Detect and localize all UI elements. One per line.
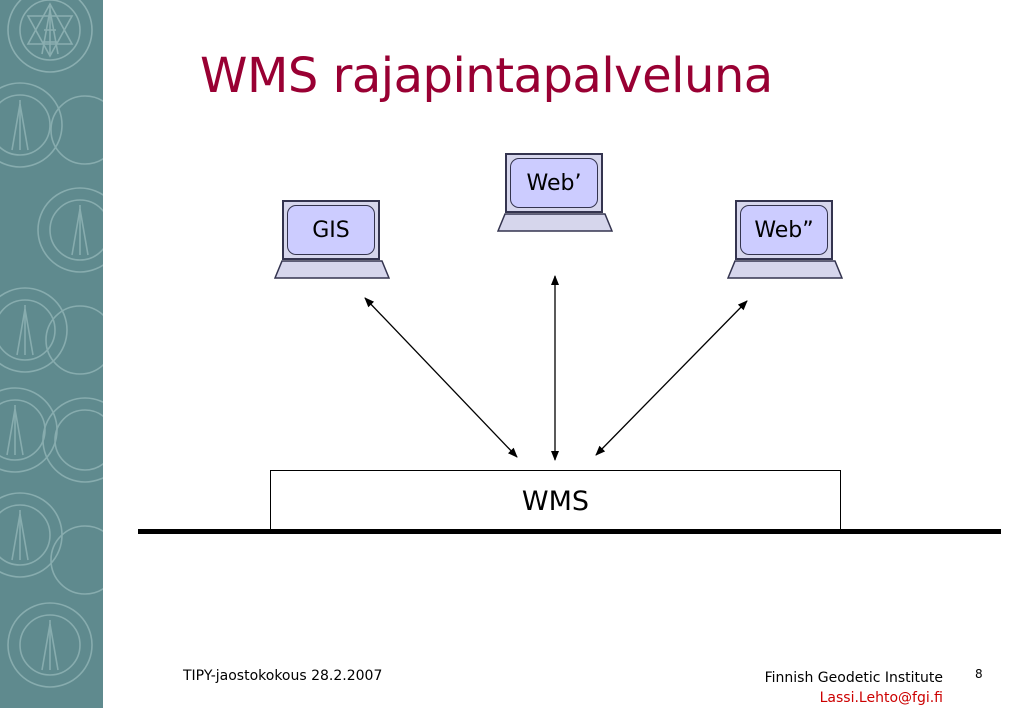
laptop-keyboard-base — [727, 260, 843, 279]
page-number: 8 — [975, 667, 983, 681]
footer-institute: Finnish Geodetic Institute — [764, 670, 943, 686]
ground-line — [138, 529, 1001, 534]
footer-contact: Finnish Geodetic Institute Lassi.Lehto@f… — [765, 668, 943, 708]
wms-server-box: WMS — [270, 470, 841, 532]
laptop-web-double-prime: Web” — [727, 200, 843, 280]
laptop-keyboard-base — [274, 260, 390, 279]
laptop-screen-frame: Web’ — [505, 153, 603, 213]
arrow-gis-wms — [364, 297, 518, 458]
slide-title: WMS rajapintapalveluna — [200, 48, 773, 104]
decorative-sidebar — [0, 0, 103, 708]
laptop-screen-frame: Web” — [735, 200, 833, 260]
laptop-keyboard-base — [497, 213, 613, 232]
laptop-screen-label: Web’ — [510, 158, 598, 208]
laptop-screen-label: Web” — [740, 205, 828, 255]
laptop-screen-label: GIS — [287, 205, 375, 255]
footer-email-link[interactable]: Lassi.Lehto@fgi.fi — [819, 690, 943, 706]
laptop-web-prime: Web’ — [497, 153, 613, 233]
laptop-screen-frame: GIS — [282, 200, 380, 260]
laptop-gis: GIS — [274, 200, 390, 280]
footer-event: TIPY-jaostokokous 28.2.2007 — [183, 668, 383, 684]
arrow-web-double-prime-wms — [595, 300, 748, 456]
institute-seal-pattern — [0, 0, 103, 688]
